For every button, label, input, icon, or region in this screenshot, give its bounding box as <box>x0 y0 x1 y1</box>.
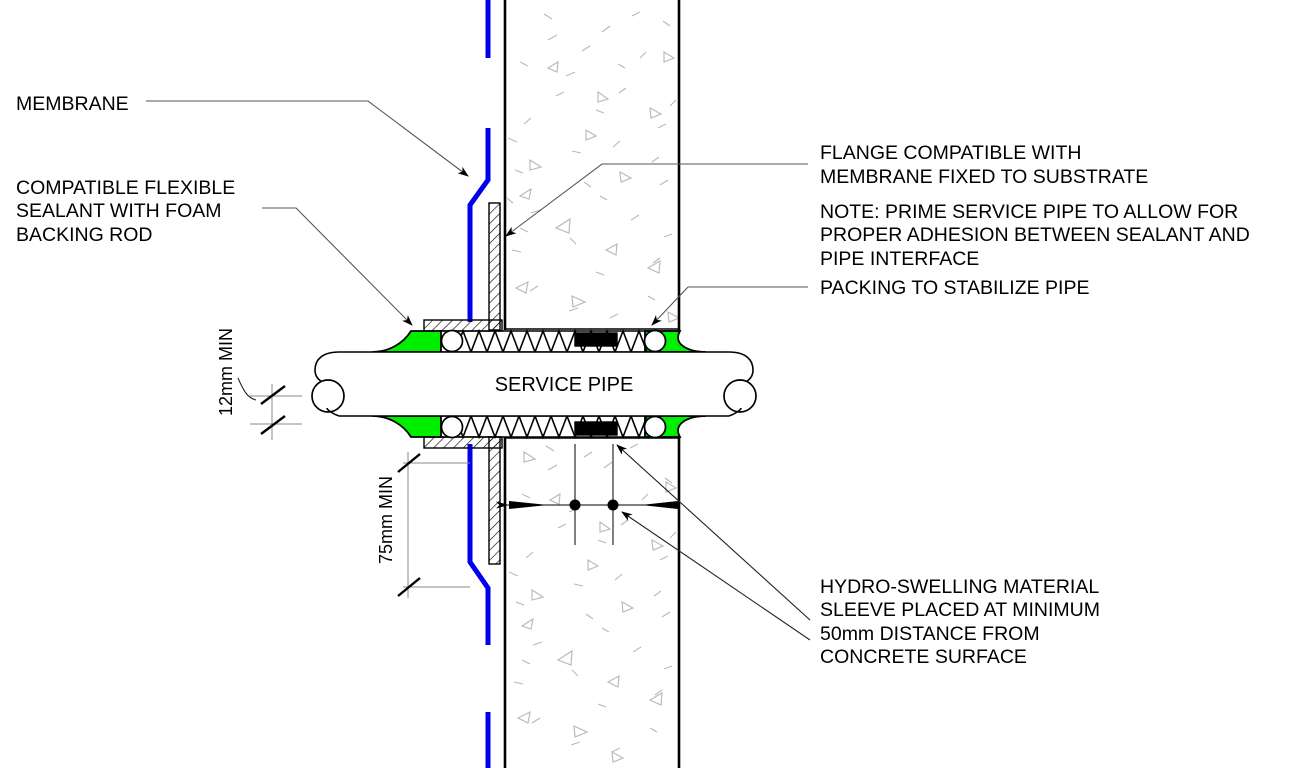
leader-hydro-swelling-lower <box>621 511 811 641</box>
service-pipe-label: SERVICE PIPE <box>495 374 634 396</box>
label-hydro-line3: 50mm DISTANCE FROM <box>820 623 1040 645</box>
service-pipe: SERVICE PIPE <box>311 351 757 417</box>
dimension-75mm-label: 75mm MIN <box>376 476 396 564</box>
label-note-line1: NOTE: PRIME SERVICE PIPE TO ALLOW FOR <box>820 201 1238 223</box>
label-hydro-line4: CONCRETE SURFACE <box>820 646 1027 668</box>
label-sealant-line1: COMPATIBLE FLEXIBLE <box>16 177 235 199</box>
label-note-prime-pipe: NOTE: PRIME SERVICE PIPE TO ALLOW FOR PR… <box>820 201 1250 270</box>
dimension-75mm-min: 75mm MIN <box>376 452 470 598</box>
packing-zigzag-lower <box>440 413 680 440</box>
concrete-aggregate-hatch-upper <box>506 11 680 323</box>
flange-plate-lower <box>488 436 501 565</box>
label-membrane-text: MEMBRANE <box>16 93 129 115</box>
leader-sealant <box>262 207 413 326</box>
leader-membrane <box>146 100 469 177</box>
dimension-12mm-label: 12mm MIN <box>216 328 236 416</box>
packing-zigzag-upper <box>440 328 680 355</box>
label-flange-line2: MEMBRANE FIXED TO SUBSTRATE <box>820 166 1148 188</box>
label-packing: PACKING TO STABILIZE PIPE <box>820 277 1089 299</box>
flange-plate-upper <box>488 202 501 331</box>
concrete-wall-upper <box>503 0 681 330</box>
label-sealant-line2: SEALANT WITH FOAM <box>16 200 222 222</box>
label-hydro-line2: SLEEVE PLACED AT MINIMUM <box>820 599 1100 621</box>
label-sealant: COMPATIBLE FLEXIBLE SEALANT WITH FOAM BA… <box>16 177 235 246</box>
flexible-sealant-upper-left <box>371 330 442 353</box>
flexible-sealant-lower-left <box>371 415 442 438</box>
leader-flange <box>505 163 808 237</box>
label-flange-line1: FLANGE COMPATIBLE WITH <box>820 142 1081 164</box>
label-membrane: MEMBRANE <box>16 93 129 115</box>
label-packing-text: PACKING TO STABILIZE PIPE <box>820 277 1089 299</box>
label-note-line3: PIPE INTERFACE <box>820 248 979 270</box>
concrete-aggregate-hatch-lower <box>508 443 678 763</box>
dimension-50mm-hydro-offset <box>496 444 678 545</box>
concrete-wall-lower <box>503 437 681 768</box>
label-sealant-line3: BACKING ROD <box>16 224 153 246</box>
dimension-12mm-min: 12mm MIN <box>216 328 302 440</box>
leader-packing <box>651 286 808 326</box>
label-hydro-swelling: HYDRO-SWELLING MATERIAL SLEEVE PLACED AT… <box>820 576 1100 668</box>
leader-hydro-swelling-upper <box>616 444 811 621</box>
label-flange: FLANGE COMPATIBLE WITH MEMBRANE FIXED TO… <box>820 142 1148 188</box>
waterproof-membrane <box>467 0 491 768</box>
label-hydro-line1: HYDRO-SWELLING MATERIAL <box>820 576 1099 598</box>
label-note-line2: PROPER ADHESION BETWEEN SEALANT AND <box>820 224 1250 246</box>
